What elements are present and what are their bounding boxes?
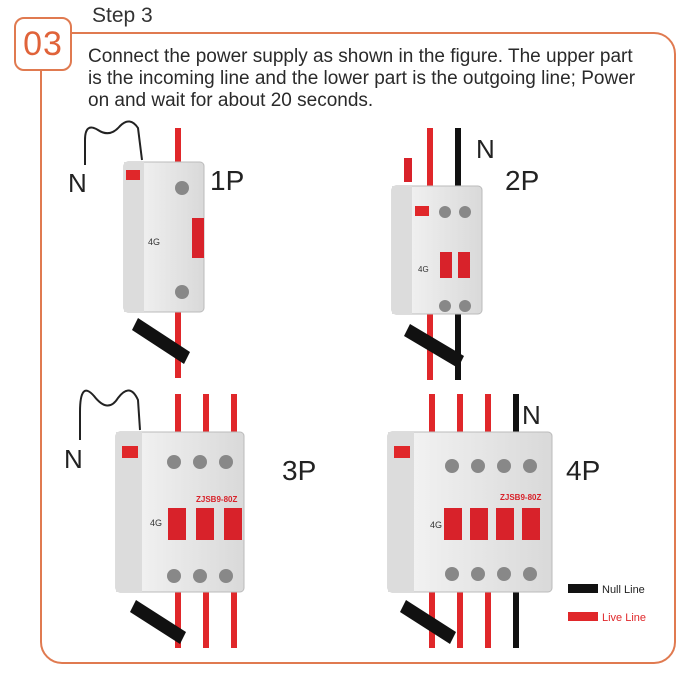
breaker-handle-4p-d — [522, 508, 540, 540]
label-3p: 3P — [282, 455, 316, 486]
breaker-module-4p — [388, 432, 414, 592]
brand-logo-2p — [415, 206, 429, 216]
terminal-screw-1p-bottom — [175, 285, 189, 299]
terminal-screw-3p-a — [167, 455, 181, 469]
brand-logo-4p — [394, 446, 410, 458]
model-label-3p: ZJSB9-80Z — [196, 495, 237, 504]
legend-null-swatch — [568, 584, 598, 593]
terminal-screw-3p-f — [219, 569, 233, 583]
step-title: Step 3 — [92, 4, 153, 27]
terminal-screw-2p-c — [439, 300, 451, 312]
breaker-module-3p — [116, 432, 142, 592]
step-frame — [40, 32, 676, 664]
badge-4g-3p: 4G — [150, 518, 162, 528]
badge-4g-2p: 4G — [418, 265, 429, 274]
terminal-screw-2p-a — [439, 206, 451, 218]
terminal-screw-4p-b — [471, 459, 485, 473]
label-2p: 2P — [505, 165, 539, 196]
breaker-handle-3p-c — [224, 508, 242, 540]
legend: Null Line Live Line — [568, 584, 646, 624]
neutral-label-4p: N — [522, 400, 541, 430]
breaker-handle-4p-a — [444, 508, 462, 540]
terminal-screw-3p-d — [167, 569, 181, 583]
antenna-4p — [400, 600, 456, 644]
legend-live-label: Live Line — [602, 612, 646, 624]
brand-logo-1p — [126, 170, 140, 180]
label-4p: 4P — [566, 455, 600, 486]
breaker-handle-4p-b — [470, 508, 488, 540]
breaker-handle-2p-a — [440, 252, 452, 278]
breaker-module-2p — [392, 186, 412, 314]
terminal-screw-4p-d — [523, 459, 537, 473]
breaker-4p: ZJSB9-80Z 4G N 4P — [387, 394, 600, 648]
terminal-screw-3p-b — [193, 455, 207, 469]
terminal-screw-3p-c — [219, 455, 233, 469]
badge-4g-1p: 4G — [148, 237, 160, 247]
terminal-screw-1p-top — [175, 181, 189, 195]
red-tab-2p — [404, 158, 412, 182]
terminal-screw-4p-a — [445, 459, 459, 473]
breaker-handle-3p-a — [168, 508, 186, 540]
terminal-screw-2p-d — [459, 300, 471, 312]
legend-null-label: Null Line — [602, 584, 645, 596]
neutral-label-2p: N — [476, 134, 495, 164]
breaker-handle-2p-b — [458, 252, 470, 278]
neutral-label-3p: N — [64, 444, 83, 474]
label-1p: 1P — [210, 165, 244, 196]
step-description: Connect the power supply as shown in the… — [88, 46, 636, 111]
model-label-4p: ZJSB9-80Z — [500, 493, 541, 502]
brand-logo-3p — [122, 446, 138, 458]
neutral-wire-3p — [79, 389, 141, 440]
terminal-screw-4p-h — [523, 567, 537, 581]
antenna-3p — [130, 600, 186, 644]
breaker-1p: 4G N 1P — [68, 120, 244, 378]
antenna-1p — [132, 318, 190, 364]
breaker-2p: 4G N 2P — [391, 128, 539, 380]
breaker-handle-4p-c — [496, 508, 514, 540]
breaker-handle-3p-b — [196, 508, 214, 540]
step-number-badge: 03 — [14, 17, 72, 71]
breaker-3p: ZJSB9-80Z 4G N 3P — [64, 389, 316, 648]
terminal-screw-4p-e — [445, 567, 459, 581]
terminal-screw-3p-e — [193, 569, 207, 583]
antenna-2p — [404, 324, 464, 368]
neutral-label-1p: N — [68, 168, 87, 198]
terminal-screw-4p-f — [471, 567, 485, 581]
terminal-screw-2p-b — [459, 206, 471, 218]
legend-live-swatch — [568, 612, 598, 621]
breaker-module-1p — [124, 162, 144, 312]
terminal-screw-4p-c — [497, 459, 511, 473]
neutral-wire-1p — [84, 120, 143, 165]
breaker-handle-1p — [192, 218, 204, 258]
terminal-screw-4p-g — [497, 567, 511, 581]
badge-4g-4p: 4G — [430, 520, 442, 530]
